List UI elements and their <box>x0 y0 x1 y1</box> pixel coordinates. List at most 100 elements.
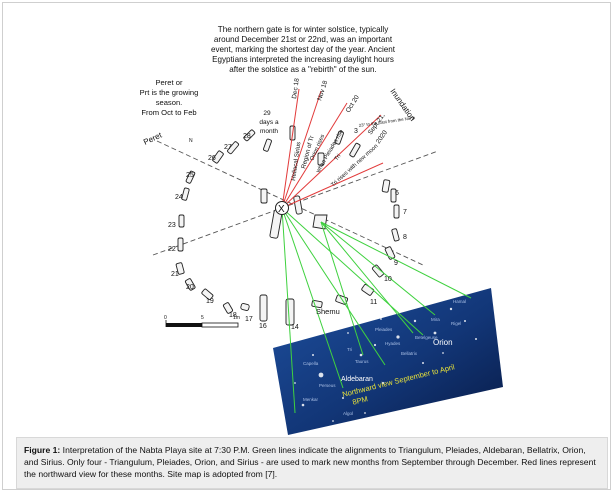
svg-text:22: 22 <box>168 246 176 253</box>
site-map: Capella Taurus Bellatrix Betelgeuse Hyad… <box>140 25 503 435</box>
stone <box>212 150 224 164</box>
stone <box>317 152 325 166</box>
svg-text:1m: 1m <box>233 315 240 321</box>
svg-text:8: 8 <box>403 234 407 241</box>
top-note: The northern gate is for winter solstice… <box>211 25 396 74</box>
svg-text:3: 3 <box>354 128 358 135</box>
svg-text:Prt is the growing: Prt is the growing <box>140 88 199 97</box>
sky-faint-label: Algol <box>343 411 353 416</box>
sky-faint-label: Tri <box>347 347 352 352</box>
svg-text:7: 7 <box>403 209 407 216</box>
svg-text:Peret or: Peret or <box>155 78 182 87</box>
sky-faint-label: Taurus <box>355 359 369 364</box>
marker-x: X <box>275 201 289 215</box>
stone <box>223 302 233 314</box>
svg-text:5: 5 <box>201 315 204 321</box>
stone <box>263 138 272 152</box>
stone <box>384 246 396 260</box>
svg-text:Egyptians interpreted the incr: Egyptians interpreted the increasing day… <box>212 55 394 64</box>
svg-text:6: 6 <box>395 190 399 197</box>
svg-text:21: 21 <box>171 271 179 278</box>
svg-text:month: month <box>260 128 278 135</box>
sky-faint-label: Pleiades <box>375 327 393 332</box>
svg-text:days a: days a <box>259 119 279 126</box>
sky-faint-label: Betelgeuse <box>415 335 438 340</box>
svg-text:9: 9 <box>394 260 398 267</box>
green-alignment-lines <box>281 207 472 414</box>
stone <box>285 298 295 326</box>
sky-faint-label: Menkar <box>303 397 319 402</box>
svg-text:27: 27 <box>224 144 232 151</box>
sky-label-orion: Orion <box>433 338 453 347</box>
sky-faint-label: Mira <box>431 317 440 322</box>
days-label: 29 days a month <box>259 110 279 135</box>
label-peret: Peret <box>142 130 164 147</box>
svg-text:17: 17 <box>245 316 253 323</box>
stone <box>227 141 239 155</box>
scale-bar: 0 5 1m <box>164 315 240 328</box>
stone <box>177 237 184 252</box>
svg-text:8PM: 8PM <box>351 394 368 406</box>
sky-faint-label: Hyades <box>385 341 401 346</box>
sky-label-aldebaran: Aldebaran <box>341 376 373 383</box>
caption-text: Interpretation of the Nabta Playa site a… <box>24 445 596 479</box>
svg-text:18: 18 <box>229 312 237 319</box>
svg-text:24: 24 <box>175 194 183 201</box>
stone <box>181 187 190 201</box>
note-triangulum: Tri <box>334 153 343 162</box>
stone <box>240 303 250 311</box>
svg-text:16: 16 <box>259 323 267 330</box>
stone <box>390 188 397 203</box>
sky-faint-label: Perseus <box>319 383 336 388</box>
stone <box>175 262 185 275</box>
svg-text:26: 26 <box>208 155 216 162</box>
stone <box>334 130 344 145</box>
svg-text:around December 21st or 22nd,: around December 21st or 22nd, was an imp… <box>214 35 393 44</box>
stone <box>349 142 361 158</box>
caption-label: Figure 1: <box>24 445 61 455</box>
svg-text:after the solstice as a "rebir: after the solstice as a "rebirth" of the… <box>229 65 376 74</box>
stone <box>201 288 214 300</box>
svg-text:0: 0 <box>164 315 167 321</box>
svg-text:14: 14 <box>291 324 299 331</box>
label-oct20: Oct 20 <box>345 94 361 114</box>
stone <box>259 294 268 322</box>
label-shemu: Shemu <box>316 307 340 316</box>
svg-text:The northern gate is for winte: The northern gate is for winter solstice… <box>218 25 389 34</box>
figure-caption: Figure 1: Interpretation of the Nabta Pl… <box>16 437 608 489</box>
svg-text:25: 25 <box>186 172 194 179</box>
red-view-lines <box>281 88 384 209</box>
stone <box>185 278 196 291</box>
svg-text:10: 10 <box>384 276 392 283</box>
stone <box>293 195 303 215</box>
figure-frame: Capella Taurus Bellatrix Betelgeuse Hyad… <box>2 2 611 490</box>
stone <box>185 170 196 184</box>
stone <box>372 264 384 278</box>
stone-numbers: 3 6 7 8 9 10 11 14 16 17 18 19 20 21 22 … <box>168 128 407 331</box>
svg-text:11: 11 <box>370 299 377 306</box>
svg-text:23: 23 <box>168 222 176 229</box>
svg-text:19: 19 <box>206 298 214 305</box>
sky-faint-label: Rigel <box>451 321 461 326</box>
note-sun-east: 23° to the East from the North <box>358 115 416 128</box>
sky-photo: Capella Taurus Bellatrix Betelgeuse Hyad… <box>273 288 503 435</box>
svg-text:28: 28 <box>243 133 251 140</box>
stone <box>393 204 400 219</box>
svg-text:season.: season. <box>156 98 183 107</box>
svg-text:From Oct to Feb: From Oct to Feb <box>141 108 196 117</box>
stone <box>381 179 391 193</box>
label-dec18: Dec 18 <box>291 78 301 100</box>
sector-boundary-line <box>156 140 424 266</box>
svg-text:event, marking the shortest da: event, marking the shortest day of the y… <box>211 45 396 54</box>
sector-boundary-line <box>152 150 439 256</box>
svg-text:X: X <box>278 204 285 215</box>
label-north: N <box>189 138 193 144</box>
sky-faint-label: Capella <box>303 361 319 366</box>
svg-text:20: 20 <box>186 284 194 291</box>
label-year: 2020 <box>375 129 389 145</box>
stone <box>391 228 400 242</box>
label-nov18: Nov 18 <box>316 80 329 102</box>
stone <box>178 214 185 228</box>
stone <box>243 129 256 142</box>
svg-text:29: 29 <box>263 110 271 117</box>
